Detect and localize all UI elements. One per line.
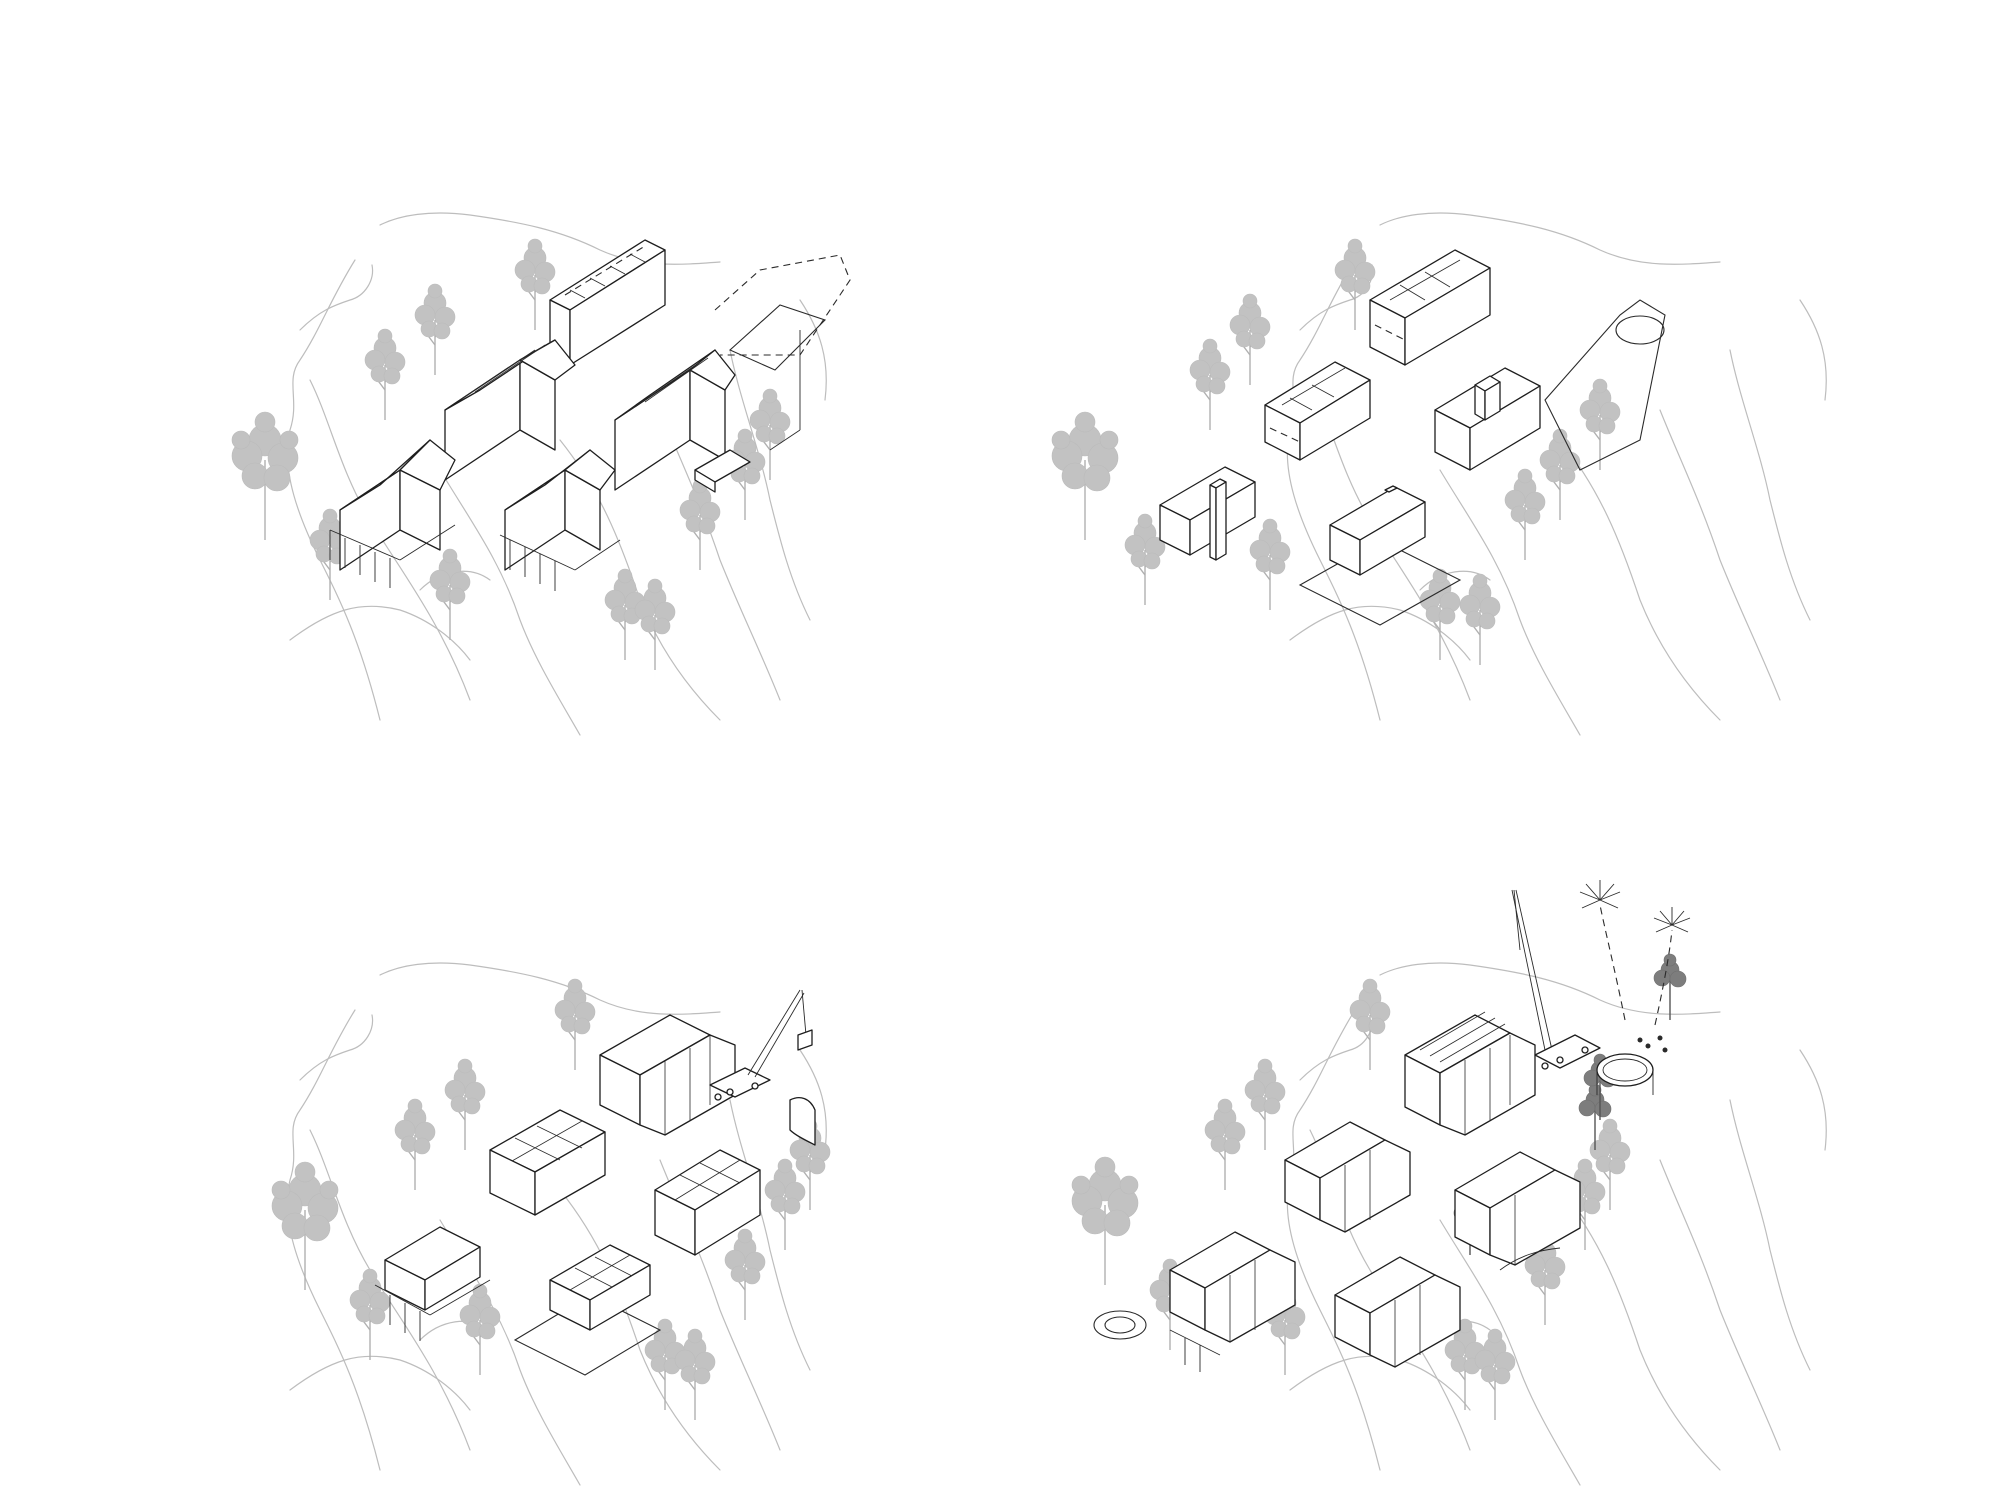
- building-icon: [1284, 1121, 1411, 1233]
- building-icon: [1434, 367, 1541, 471]
- tree-icon: [1249, 518, 1291, 611]
- tree-icon: [349, 1268, 391, 1361]
- planned-footprint-outline: [714, 254, 851, 451]
- tree-icon: [1334, 238, 1376, 331]
- building-icon: [374, 1226, 491, 1341]
- building-icon: [489, 1109, 606, 1216]
- building-icon: [549, 239, 666, 366]
- building-icon: [654, 1149, 761, 1256]
- building-icon: [513, 1244, 662, 1376]
- people-group: [1637, 1035, 1668, 1053]
- building-icon: [1093, 1231, 1296, 1372]
- building-icon: [329, 439, 456, 588]
- plaza-outline: [1544, 299, 1666, 471]
- tree-icon: [679, 478, 721, 571]
- tree-icon: [1229, 293, 1271, 386]
- tree-icon: [1189, 338, 1231, 431]
- tree-icon: [724, 428, 766, 521]
- diagram-panel-construction: [0, 750, 1000, 1500]
- building-icon: [1334, 1256, 1461, 1368]
- tree-icon: [231, 411, 299, 541]
- building-icon: [694, 449, 751, 493]
- tree-icon: [1539, 428, 1581, 521]
- tree-icon: [1504, 468, 1546, 561]
- building-icon: [1159, 466, 1256, 561]
- diagram-panel-existing: [0, 0, 1000, 750]
- building-icon: [1404, 1011, 1536, 1136]
- tree-icon: [1459, 573, 1501, 666]
- tree-icon: [1419, 568, 1461, 661]
- tree-icon: [1474, 1328, 1516, 1421]
- building-icon: [1454, 1151, 1581, 1266]
- tree-icon: [724, 1228, 766, 1321]
- tree-icon: [764, 1158, 806, 1251]
- building-icon: [499, 449, 621, 591]
- building-icon: [614, 349, 736, 491]
- tree-icon: [364, 328, 406, 421]
- axonometric-massing: [1051, 212, 1827, 736]
- tree-icon: [1579, 378, 1621, 471]
- tree-icon: [1051, 411, 1119, 541]
- crane-icon: [1511, 889, 1601, 1070]
- crane-icon: [709, 989, 816, 1146]
- building-icon: [599, 1014, 736, 1136]
- diagram-panel-massing: [1000, 0, 2000, 750]
- tree-icon: [1349, 978, 1391, 1071]
- tree-icon: [444, 1058, 486, 1151]
- tree-icon: [1244, 1058, 1286, 1151]
- building-icon: [1264, 361, 1371, 461]
- diagram-panel-completed: [1000, 750, 2000, 1500]
- tree-icon: [1204, 1098, 1246, 1191]
- tree-icon: [1124, 513, 1166, 606]
- building-icon: [1369, 249, 1491, 366]
- pavilion-outline: [1596, 1053, 1654, 1095]
- building-icon: [444, 339, 576, 481]
- tree-icon: [554, 978, 596, 1071]
- axonometric-construction: [271, 962, 831, 1486]
- tree-icon: [514, 238, 556, 331]
- tree-icon: [1071, 1156, 1139, 1286]
- firework-icon: [1653, 907, 1691, 1026]
- tree-icon: [674, 1328, 716, 1421]
- tree-icon: [414, 283, 456, 376]
- building-icon: [1298, 485, 1462, 626]
- axonometric-completed: [1071, 880, 1827, 1486]
- axonometric-existing-site: [231, 212, 851, 736]
- tree-icon: [459, 1283, 501, 1376]
- tree-icon: [394, 1098, 436, 1191]
- tree-icon: [271, 1161, 339, 1291]
- firework-icon: [1579, 880, 1626, 1021]
